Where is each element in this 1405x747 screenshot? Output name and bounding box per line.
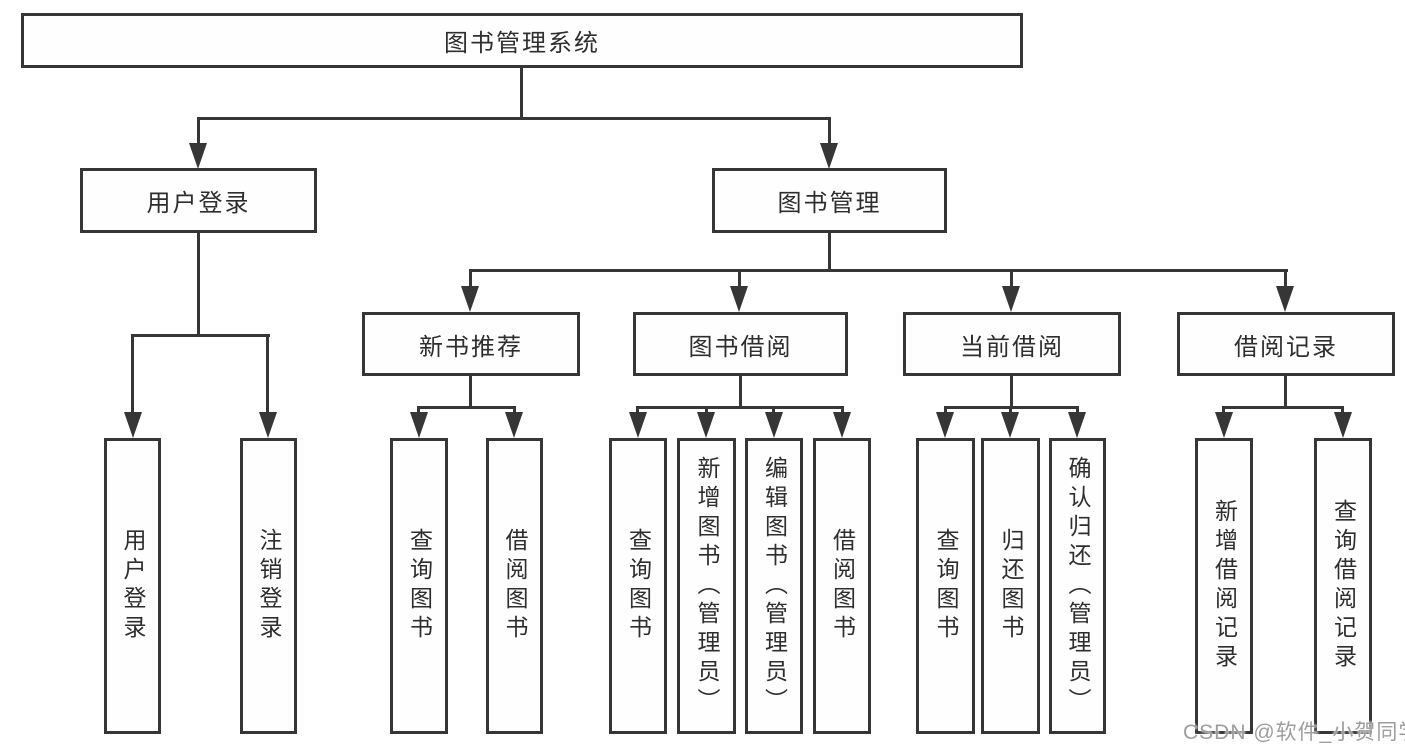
arrow-down-icon <box>833 412 851 438</box>
connector-stub <box>469 269 472 288</box>
connector-stub <box>513 406 516 414</box>
connector-drop <box>1010 376 1013 408</box>
arrow-down-icon <box>730 286 748 312</box>
node-current-borrow: 当前借阅 <box>903 312 1121 376</box>
arrow-down-icon <box>697 412 715 438</box>
connector-stub <box>828 117 831 145</box>
arrow-down-icon <box>1001 412 1019 438</box>
leaf-query-books: 查询图书 <box>390 438 448 734</box>
arrow-down-icon <box>765 412 783 438</box>
connector-stub <box>705 406 708 414</box>
leaf-query-borrow-record: 查询借阅记录 <box>1314 438 1372 734</box>
connector-mgmt-drop <box>828 233 831 272</box>
leaf-add-books-admin: 新增图书（管理员） <box>677 438 736 734</box>
connector-stub <box>1009 406 1012 414</box>
connector-stub <box>1284 269 1287 288</box>
arrow-down-icon <box>820 143 838 169</box>
leaf-confirm-return-admin: 确认归还（管理员） <box>1049 438 1106 734</box>
connector-bar <box>636 406 844 409</box>
node-book-management: 图书管理 <box>712 168 947 233</box>
connector-stub <box>417 406 420 414</box>
arrow-down-icon <box>629 412 647 438</box>
leaf-query-books: 查询图书 <box>916 438 975 734</box>
connector-stub <box>772 406 775 414</box>
node-new-book-recommend: 新书推荐 <box>362 312 580 376</box>
leaf-borrow-books: 借阅图书 <box>813 438 871 734</box>
csdn-watermark: CSDN @软件_小贺同学 <box>1183 721 1405 744</box>
node-user-login: 用户登录 <box>80 168 317 233</box>
arrow-down-icon <box>461 286 479 312</box>
arrow-down-icon <box>124 412 142 438</box>
arrow-down-icon <box>259 412 277 438</box>
arrow-down-icon <box>1002 286 1020 312</box>
connector-stub <box>1010 269 1013 288</box>
node-book-borrow: 图书借阅 <box>633 312 848 376</box>
arrow-down-icon <box>1334 412 1352 438</box>
connector-stub <box>266 334 269 414</box>
leaf-add-borrow-record: 新增借阅记录 <box>1195 438 1253 734</box>
arrow-down-icon <box>1215 412 1233 438</box>
connector-level1-bar <box>197 117 831 120</box>
connector-stub <box>636 406 639 414</box>
connector-stub <box>1222 406 1225 414</box>
connector-drop <box>739 376 742 408</box>
connector-stub <box>1076 406 1079 414</box>
arrow-down-icon <box>505 412 523 438</box>
connector-stub <box>1341 406 1344 414</box>
connector-drop <box>1284 376 1287 408</box>
leaf-edit-books-admin: 编辑图书（管理员） <box>745 438 803 734</box>
connector-stub <box>738 269 741 288</box>
arrow-down-icon <box>1068 412 1086 438</box>
leaf-borrow-books: 借阅图书 <box>486 438 543 734</box>
arrow-down-icon <box>189 143 207 169</box>
connector-stub <box>944 406 947 414</box>
leaf-query-books: 查询图书 <box>609 438 667 734</box>
connector-stub <box>131 334 134 414</box>
connector-login-drop <box>197 233 200 336</box>
arrow-down-icon <box>410 412 428 438</box>
connector-stub <box>197 117 200 145</box>
leaf-user-login: 用户登录 <box>104 438 161 734</box>
node-library-management-system: 图书管理系统 <box>21 13 1023 68</box>
connector-bar <box>417 406 516 409</box>
connector-login-bar <box>131 334 270 337</box>
leaf-logout: 注销登录 <box>240 438 297 734</box>
connector-bar <box>1222 406 1344 409</box>
node-borrow-records: 借阅记录 <box>1177 312 1395 376</box>
connector-drop <box>469 376 472 408</box>
arrow-down-icon <box>936 412 954 438</box>
leaf-return-books: 归还图书 <box>981 438 1040 734</box>
connector-root-drop <box>520 68 523 118</box>
arrow-down-icon <box>1276 286 1294 312</box>
connector-level3-bar <box>469 269 1288 272</box>
connector-stub <box>841 406 844 414</box>
